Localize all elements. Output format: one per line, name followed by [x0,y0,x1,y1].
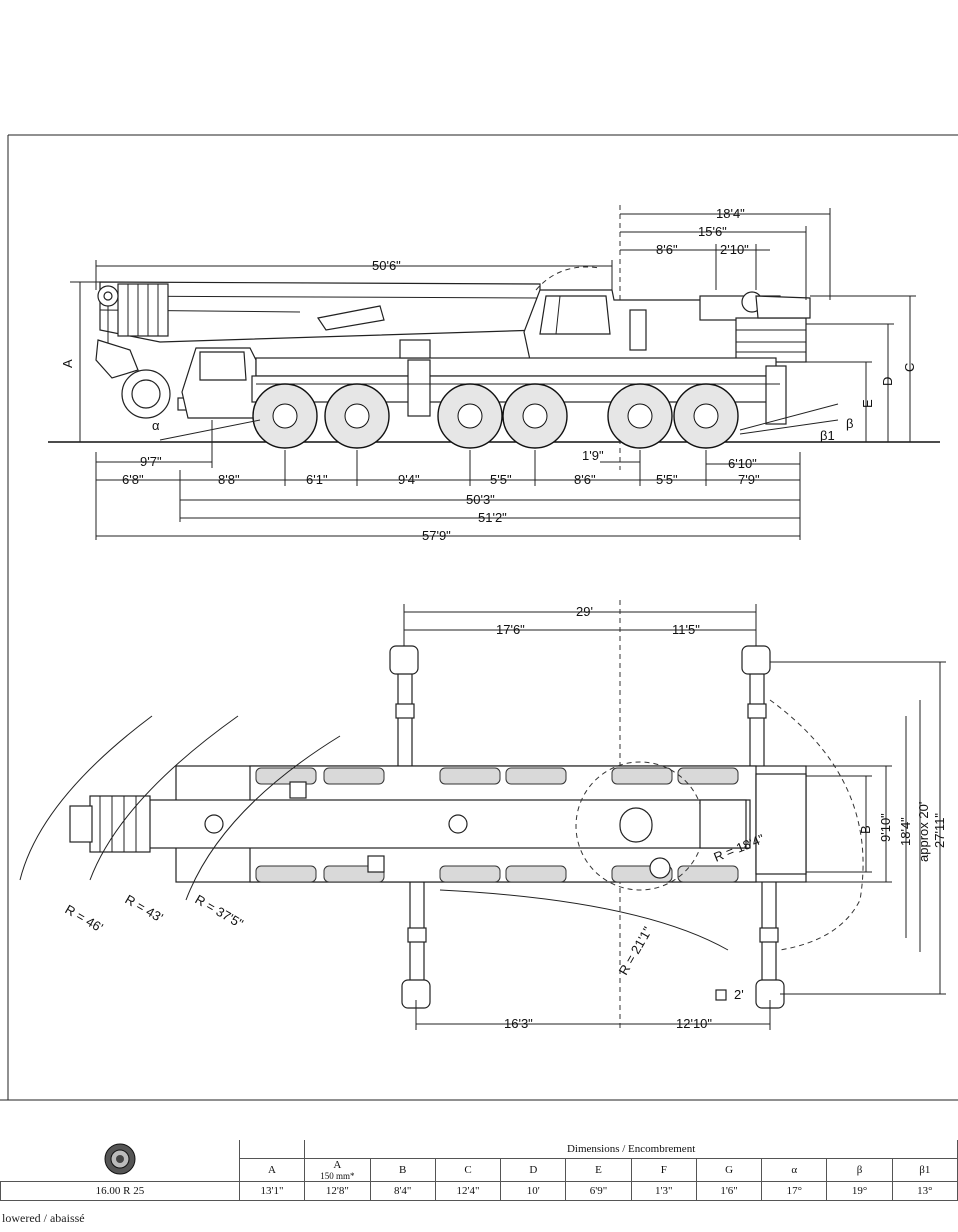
superstructure [523,266,811,363]
approach-angle-line [159,419,261,441]
dim-label-a: A [60,359,75,368]
dim-51-2: 51'2" [478,510,507,525]
val-a: 13'1" [238,1181,306,1201]
departure-angle-line [739,403,839,431]
dim-17-6: 17'6" [496,622,525,637]
pad-square-icon [715,989,727,1001]
col-e: E [565,1158,632,1182]
val-d: 10' [500,1181,567,1201]
dim-11-5: 11'5" [672,622,700,637]
dim-5-5-a: 5'5" [490,472,512,487]
col-b: B [369,1158,436,1182]
dim-5-5-b: 5'5" [656,472,678,487]
angle-beta: β [846,416,853,431]
dim-6-10: 6'10" [728,456,757,471]
val-alpha: 17° [761,1181,828,1201]
val-e: 6'9" [565,1181,632,1201]
side-top-dimensions: 18'4" 15'6" 8'6" 2'10" 50'6" [95,206,831,300]
val-beta: 19° [826,1181,893,1201]
dim-9-10: 9'10" [878,813,893,842]
dim-9-7: 9'7" [140,454,162,469]
top-view: 29' 17'6" 11'5" [19,600,947,1032]
col-a2-subnote: 150 mm* [320,1171,355,1181]
val-a-lowered: 12'8" [304,1181,371,1201]
top-right-dimensions: B 9'10" 18'4" approx 20' 27'11" [770,661,947,995]
dim-6-1: 6'1" [306,472,328,487]
col-a2-label: A [333,1159,342,1171]
val-b: 8'4" [369,1181,436,1201]
radius-21-1: R = 21'1" [616,924,656,978]
radius-43: R = 43' [123,892,166,926]
col-d: D [500,1158,567,1182]
dim-50-3: 50'3" [466,492,495,507]
telescopic-boom [95,281,541,419]
dim-15-6: 15'6" [698,224,727,239]
group-header: Dimensions / Encombrement [304,1140,958,1159]
drawing-frame [0,134,958,1101]
dim-approx-20: approx 20' [916,802,931,862]
val-c: 12'4" [434,1181,502,1201]
dim-2-10: 2'10" [720,242,749,257]
dim-50-6: 50'6" [372,258,401,273]
dim-1-9: 1'9" [582,448,604,463]
dim-16-3: 16'3" [504,1016,533,1031]
outriggers [389,645,785,1009]
side-vertical-dimensions: A C D E α β β1 [60,281,917,443]
dim-label-d: D [880,377,895,386]
col-f: F [630,1158,697,1182]
angle-beta1: β1 [820,428,835,443]
col-beta: β [826,1158,893,1182]
tire-size: 16.00 R 25 [0,1181,240,1201]
side-bottom-dimensions: 9'7" 1'9" 6'10" 6'8" 8'8" 6'1" 9'4" 5'5"… [95,420,801,543]
top-chassis [69,761,807,891]
col-c: C [434,1158,502,1182]
val-g: 1'6" [695,1181,763,1201]
dim-6-8: 6'8" [122,472,144,487]
dim-9-4: 9'4" [398,472,420,487]
dim-7-9: 7'9" [738,472,760,487]
dim-18-4: 18'4" [716,206,745,221]
side-view: 18'4" 15'6" 8'6" 2'10" 50'6" A C D E α β… [48,205,940,543]
dim-29: 29' [576,604,593,619]
dim-12-10: 12'10" [676,1016,712,1031]
dim-8-6-b: 8'6" [574,472,596,487]
radius-46: R = 46' [63,902,106,936]
val-beta1: 13° [891,1181,958,1201]
col-beta1: β1 [891,1158,958,1182]
tire-icon [104,1143,136,1175]
side-wheels [252,383,739,449]
dim-27-11: 27'11" [932,813,947,848]
dim-8-8: 8'8" [218,472,240,487]
angle-alpha: α [152,418,160,433]
col-alpha: α [761,1158,828,1182]
dim-label-e: E [860,399,875,408]
dim-label-c: C [902,363,917,372]
dim-label-b: B [858,825,873,834]
radius-37-5: R = 37'5" [193,892,247,932]
dim-8-6: 8'6" [656,242,678,257]
tire-cell [0,1140,240,1182]
col-g: G [695,1158,763,1182]
dim-57-9: 57'9" [422,528,451,543]
val-f: 1'3" [630,1181,697,1201]
col-a: A [238,1158,306,1182]
dim-18-4-width: 18'4" [898,817,913,846]
pad-size: 2' [734,987,744,1002]
footnote: lowered / abaissé [2,1211,85,1225]
